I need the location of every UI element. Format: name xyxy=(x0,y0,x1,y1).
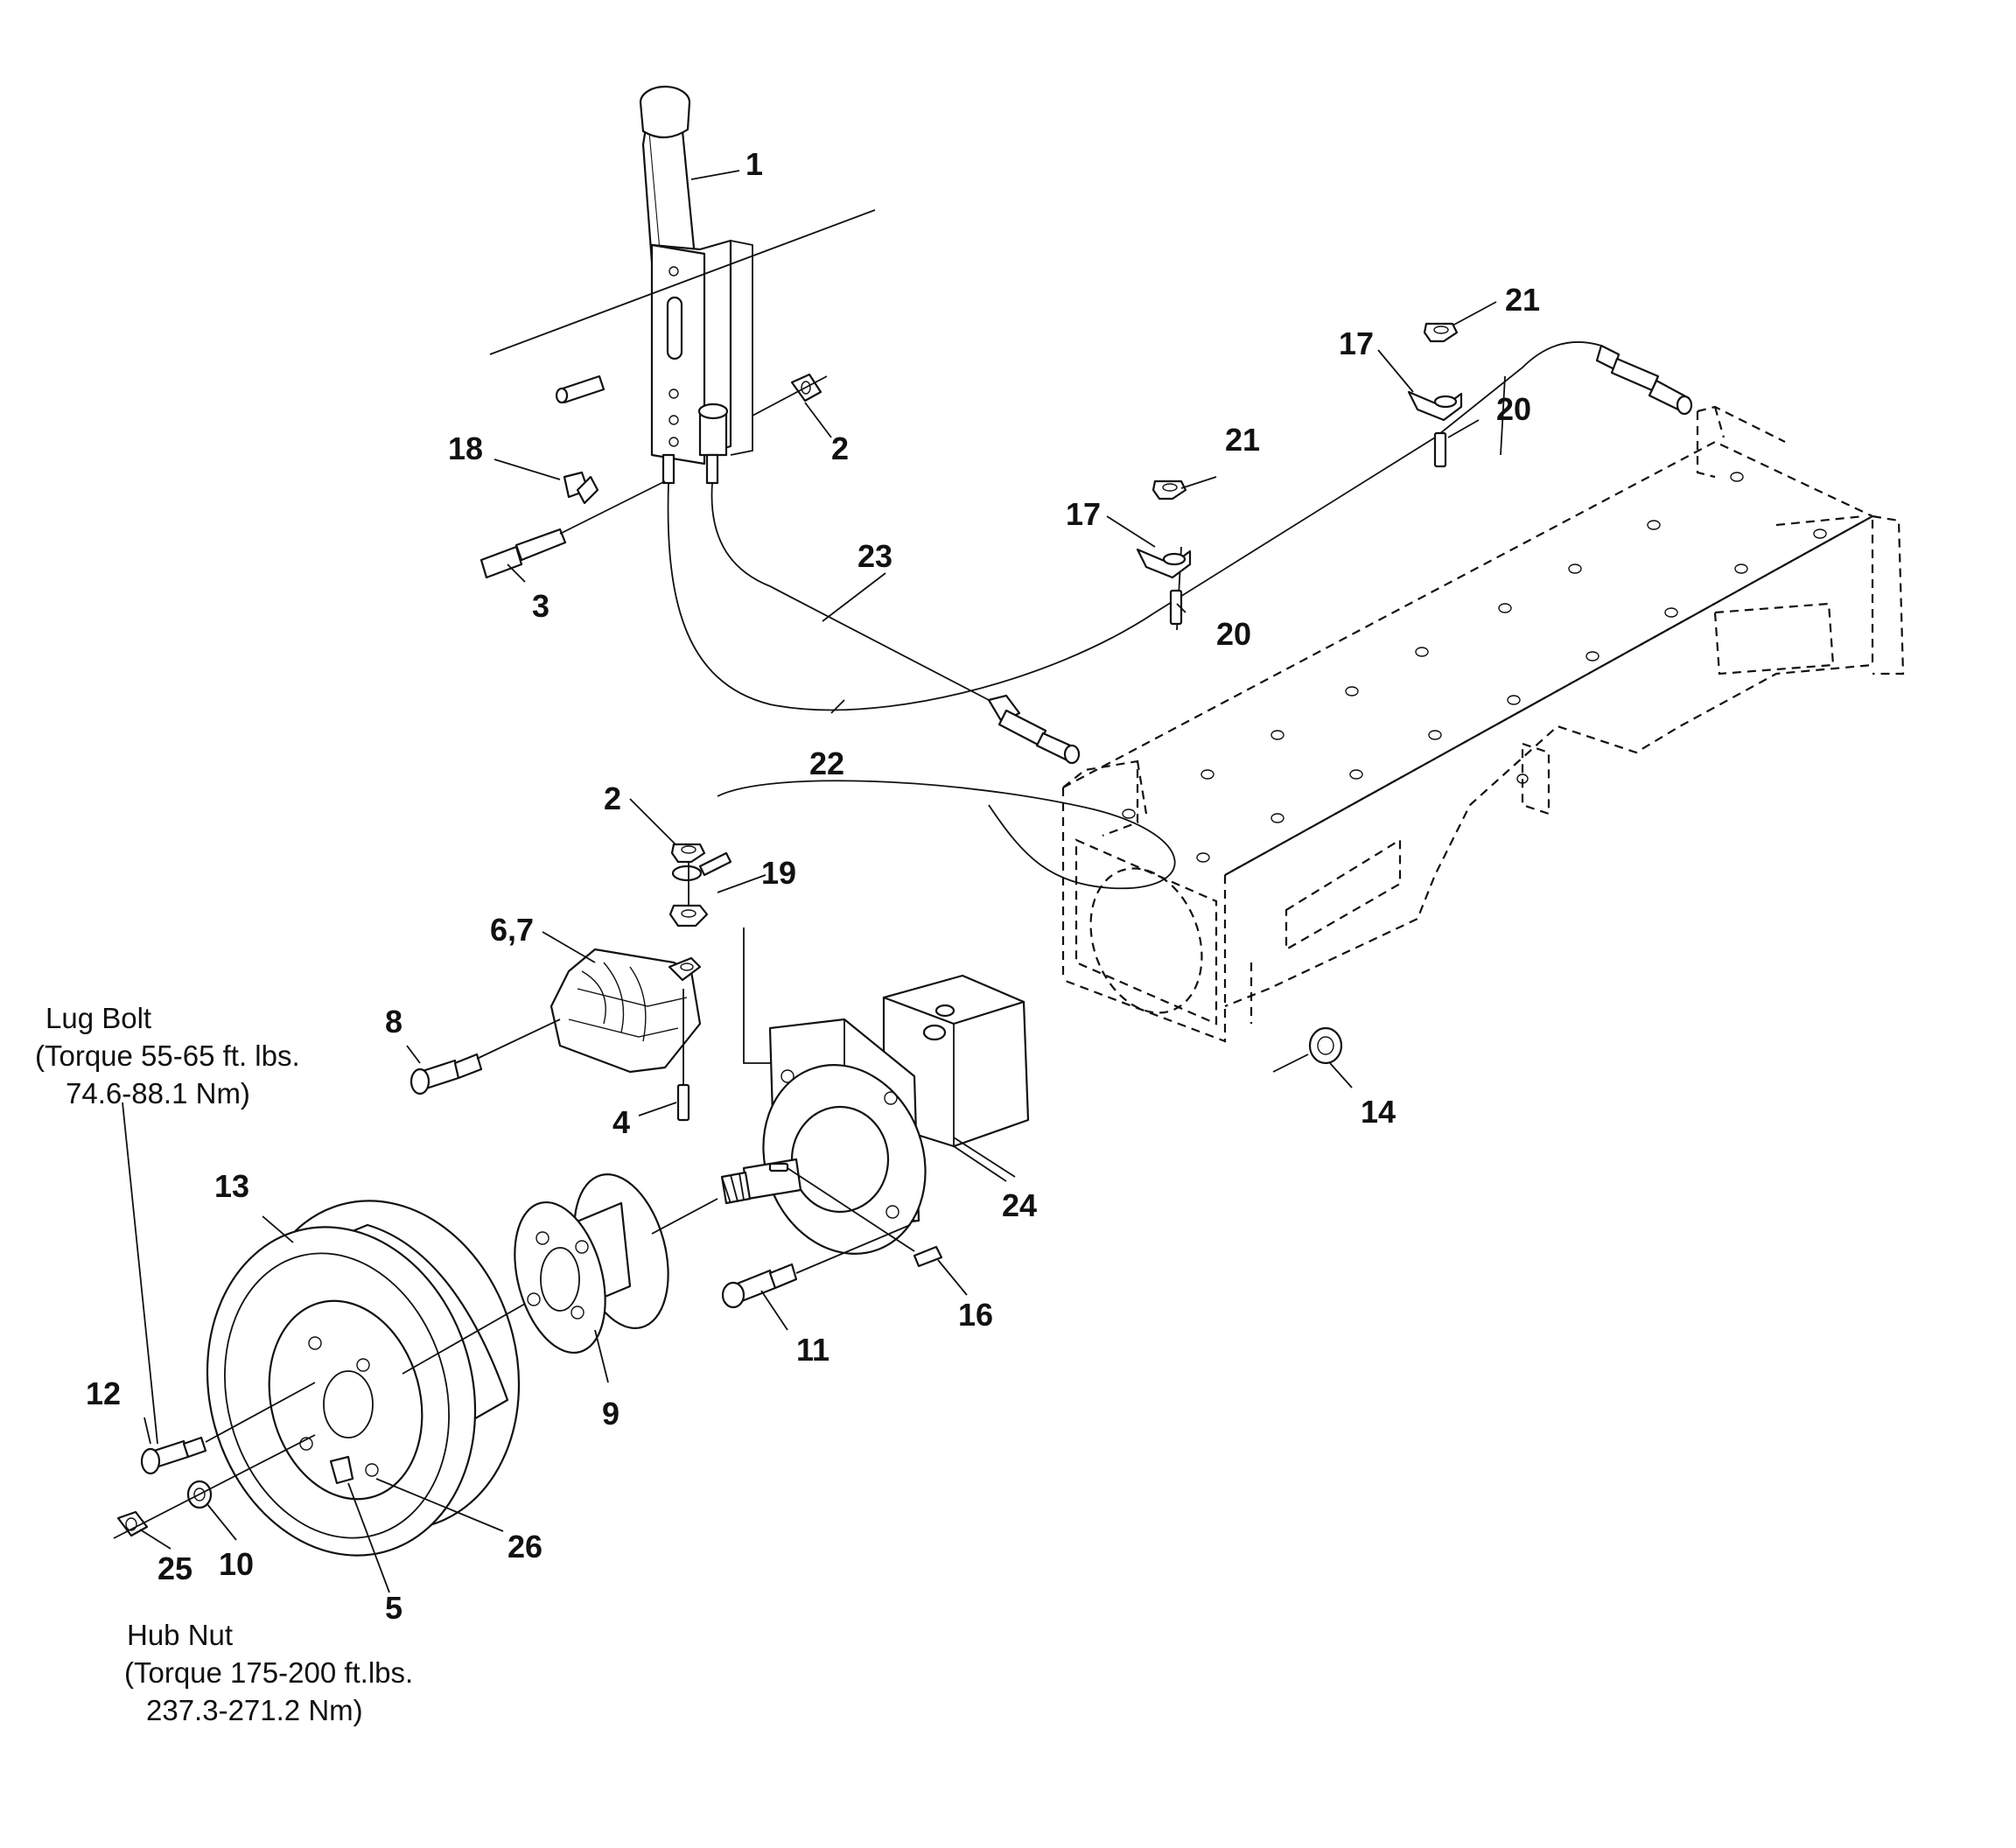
control-handle-assembly xyxy=(555,85,753,485)
callout-19: 19 xyxy=(761,855,796,891)
cables xyxy=(489,209,1693,890)
callout-10: 10 xyxy=(219,1546,254,1582)
callout-1: 1 xyxy=(746,146,763,182)
callout-5: 5 xyxy=(385,1590,402,1626)
leader-lines xyxy=(139,170,1497,1593)
callout-9: 9 xyxy=(602,1396,620,1432)
callout-21-right: 21 xyxy=(1505,282,1540,318)
brake-bracket xyxy=(410,843,783,1122)
callout-21-left: 21 xyxy=(1225,422,1260,458)
wheel xyxy=(206,1200,526,1557)
callout-24: 24 xyxy=(1002,1187,1037,1223)
callout-18: 18 xyxy=(448,430,483,466)
key-and-bolt xyxy=(721,1167,943,1309)
wheel-fasteners xyxy=(113,1102,316,1539)
callout-22: 22 xyxy=(809,746,844,781)
callout-17-left: 17 xyxy=(1066,496,1101,532)
wheel-hub xyxy=(514,1173,718,1354)
callout-8: 8 xyxy=(385,1004,402,1040)
handle-fasteners xyxy=(480,373,828,579)
callout-2-bracket: 2 xyxy=(604,780,621,816)
jam-nut xyxy=(1272,1026,1343,1073)
lug-bolt-note: Lug Bolt (Torque 55-65 ft. lbs. 74.6-88.… xyxy=(35,1002,300,1110)
callout-26: 26 xyxy=(508,1529,542,1564)
callout-25: 25 xyxy=(158,1550,192,1586)
callout-20-right: 20 xyxy=(1496,391,1531,427)
frame-dashed xyxy=(1061,405,1905,1043)
callout-labels: 1 2 18 3 23 22 21 17 20 21 17 20 2 19 6,… xyxy=(86,146,1540,1626)
callout-14: 14 xyxy=(1361,1094,1396,1130)
cable-clamps xyxy=(1136,322,1463,626)
callout-12: 12 xyxy=(86,1376,121,1411)
hub-nut-note-line-1: Hub Nut xyxy=(127,1619,233,1651)
hub-nut-note-line-3: 237.3-271.2 Nm) xyxy=(146,1694,363,1726)
callout-17-right: 17 xyxy=(1339,326,1374,361)
hub-nut-note: Hub Nut (Torque 175-200 ft.lbs. 237.3-27… xyxy=(124,1619,413,1726)
callout-16: 16 xyxy=(958,1297,993,1333)
callout-4: 4 xyxy=(612,1104,630,1140)
hydraulic-motor xyxy=(720,974,1030,1255)
callout-20-left: 20 xyxy=(1216,616,1251,652)
lug-bolt-note-line-3: 74.6-88.1 Nm) xyxy=(66,1077,250,1110)
callout-23: 23 xyxy=(858,538,892,574)
lug-bolt-note-line-2: (Torque 55-65 ft. lbs. xyxy=(35,1040,300,1072)
lug-bolt-note-line-1: Lug Bolt xyxy=(46,1002,151,1034)
callout-2-handle: 2 xyxy=(831,430,849,466)
callout-13: 13 xyxy=(214,1168,249,1204)
hub-nut-note-line-2: (Torque 175-200 ft.lbs. xyxy=(124,1656,413,1689)
callout-6-7: 6,7 xyxy=(490,912,534,948)
callout-11: 11 xyxy=(796,1332,830,1368)
callout-3: 3 xyxy=(532,588,550,624)
